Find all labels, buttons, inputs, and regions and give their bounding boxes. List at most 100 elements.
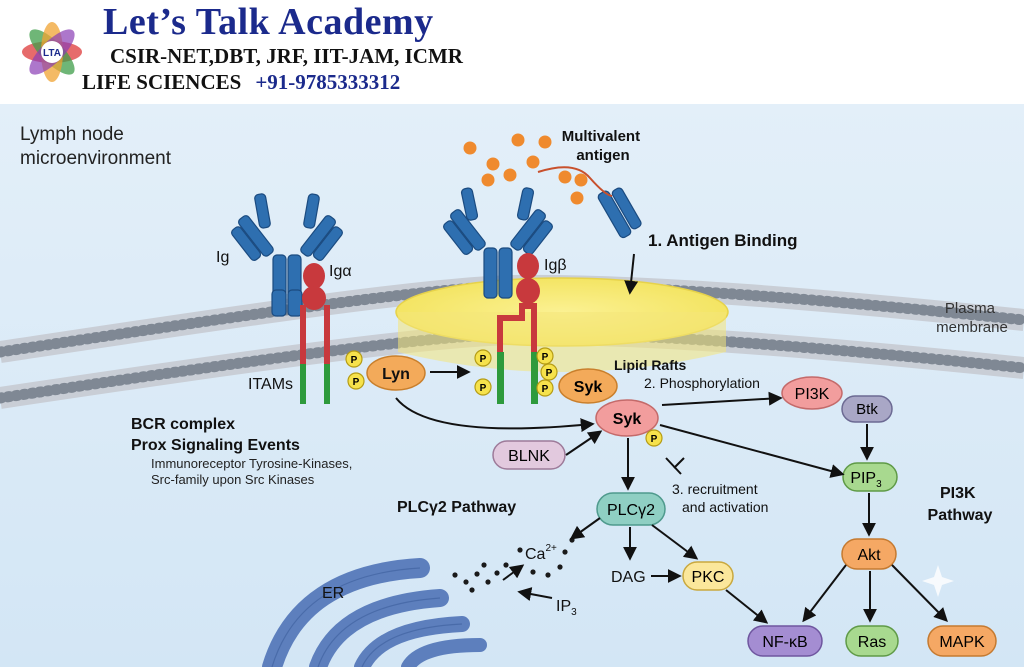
step3-line-2: and activation: [682, 499, 768, 515]
step-phosphorylation: 2. Phosphorylation: [644, 375, 760, 391]
arrow-pkc-nfkb: [725, 589, 769, 624]
mapk-node: [927, 625, 997, 657]
calcium-superscript: 2+: [545, 543, 557, 554]
pi3k-pathway-line-2: Pathway: [928, 507, 993, 524]
calcium-text: Ca: [525, 546, 546, 563]
pi3k-pathway-label: PI3K Pathway: [928, 485, 993, 524]
phospho-middle: P P P P P: [474, 347, 558, 397]
membrane-line-2: membrane: [936, 319, 1008, 336]
arrow-antigen-binding: [624, 253, 639, 295]
bcr-right-antibody: [597, 187, 642, 239]
ras-label: Ras: [858, 634, 886, 651]
er-label: ER: [322, 585, 344, 602]
blnk-node: [492, 440, 566, 470]
phospho-label: P: [542, 384, 549, 395]
mapk-label: MAPK: [939, 634, 985, 651]
environment-line-1: Lymph node: [20, 124, 124, 145]
ip3-subscript: 3: [571, 607, 577, 618]
phospho-label: P: [480, 383, 487, 394]
phospho-label: P: [353, 377, 360, 388]
ip3-text: IP: [556, 598, 571, 615]
pip3-group: PIP3: [850, 470, 882, 490]
inhibit-bar: [673, 457, 685, 469]
phospho-site: [347, 372, 365, 390]
bcr-complex-label: BCR complex Prox Signaling Events: [131, 416, 300, 454]
membrane-line-1: Plasma: [945, 300, 996, 317]
arrow-plcg2-pkc: [651, 524, 699, 560]
plcg2-pathway-label: PLCγ2 Pathway: [397, 499, 516, 516]
step-recruitment: 3. recruitment and activation: [672, 481, 768, 515]
calcium-ions: [452, 537, 575, 593]
pip3-label: PIP: [850, 470, 876, 487]
btk-label: Btk: [856, 401, 878, 418]
subject-label: LIFE SCIENCES: [82, 70, 242, 94]
environment-line-2: microenvironment: [20, 148, 172, 169]
bcr-description: Immunoreceptor Tyrosine-Kinases, Src-fam…: [151, 456, 356, 487]
phospho-label: P: [480, 354, 487, 365]
bcr-middle-antibody: [443, 187, 553, 299]
arrow-er-ca: [502, 564, 525, 581]
bcr-line-2: Prox Signaling Events: [131, 437, 300, 454]
arrow-akt-nfkb: [802, 564, 847, 623]
igalpha-chain: [300, 263, 330, 404]
arrow-syk-pip3: [659, 424, 845, 478]
phone-number: +91-9785333312: [255, 70, 401, 94]
plcg2-node: [596, 492, 666, 526]
bcr-desc-line-2: Src-family upon Src Kinases: [151, 472, 315, 487]
antigen-label: Multivalent antigen: [562, 128, 645, 164]
inhibit-line: [665, 457, 682, 475]
subject-line: LIFE SCIENCES +91-9785333312: [82, 70, 400, 95]
nfkb-label: NF-κB: [762, 634, 807, 651]
blnk-label: BLNK: [508, 448, 550, 465]
bcr-left-antibody: [231, 193, 343, 317]
phospho-label: P: [546, 368, 553, 379]
phospho-site: [345, 350, 363, 368]
academy-title: Let’s Talk Academy: [103, 1, 434, 43]
arrow-plcg2-ca: [569, 517, 601, 540]
phospho-label: P: [542, 352, 549, 363]
step3-line-1: 3. recruitment: [672, 481, 758, 497]
akt-label: Akt: [857, 547, 881, 564]
environment-label: Lymph node microenvironment: [20, 124, 172, 169]
igalpha-label: Igα: [329, 263, 352, 280]
igbeta-chain: [497, 253, 540, 404]
arrow-akt-mapk: [891, 564, 948, 622]
pkc-label: PKC: [692, 569, 725, 586]
sparkle-icon: [922, 565, 954, 597]
akt-node: [841, 538, 897, 570]
itams-label: ITAMs: [248, 376, 293, 393]
pi3k-pathway-line-1: PI3K: [940, 485, 976, 502]
er-outline: [271, 567, 463, 667]
multivalent-antigen: [463, 133, 613, 205]
syk-label-bound: Syk: [574, 379, 603, 396]
syk-kinase-bound: [558, 368, 618, 404]
lyn-kinase: [366, 355, 426, 391]
phospho-label: P: [651, 434, 658, 445]
bcr-line-1: BCR complex: [131, 416, 235, 433]
arrow-syk-pi3k: [661, 391, 783, 406]
calcium-label: Ca2+: [525, 543, 557, 563]
phospho-label: P: [351, 355, 358, 366]
lipid-rafts-label: Lipid Rafts: [614, 357, 687, 373]
pip3-subscript: 3: [876, 479, 882, 490]
arrow-ip3-er: [517, 587, 553, 601]
ras-node: [845, 625, 899, 657]
step-antigen-binding: 1. Antigen Binding: [648, 231, 798, 250]
header: LTA Let’s Talk Academy CSIR-NET,DBT, JRF…: [0, 0, 1024, 104]
syk-label: Syk: [613, 411, 642, 428]
membrane-label: Plasma membrane: [936, 300, 1008, 336]
phospho-left: P P: [345, 350, 365, 390]
arrow-lyn-syk: [395, 397, 595, 433]
btk-node: [841, 395, 893, 423]
pkc-node: [682, 561, 734, 591]
nfkb-node: [747, 625, 823, 657]
exam-list: CSIR-NET,DBT, JRF, IIT-JAM, ICMR: [110, 44, 463, 68]
bcr-desc-line-1: Immunoreceptor Tyrosine-Kinases,: [151, 456, 352, 471]
ip3-label: IP3: [556, 598, 577, 618]
bcr-signaling-diagram: P P Lyn: [0, 104, 1024, 667]
pi3k-label: PI3K: [795, 386, 830, 403]
igbeta-label: Igβ: [544, 257, 567, 274]
antigen-line-2: antigen: [576, 147, 629, 164]
syk-kinase: [595, 399, 659, 437]
signaling-arrows: [395, 253, 948, 624]
